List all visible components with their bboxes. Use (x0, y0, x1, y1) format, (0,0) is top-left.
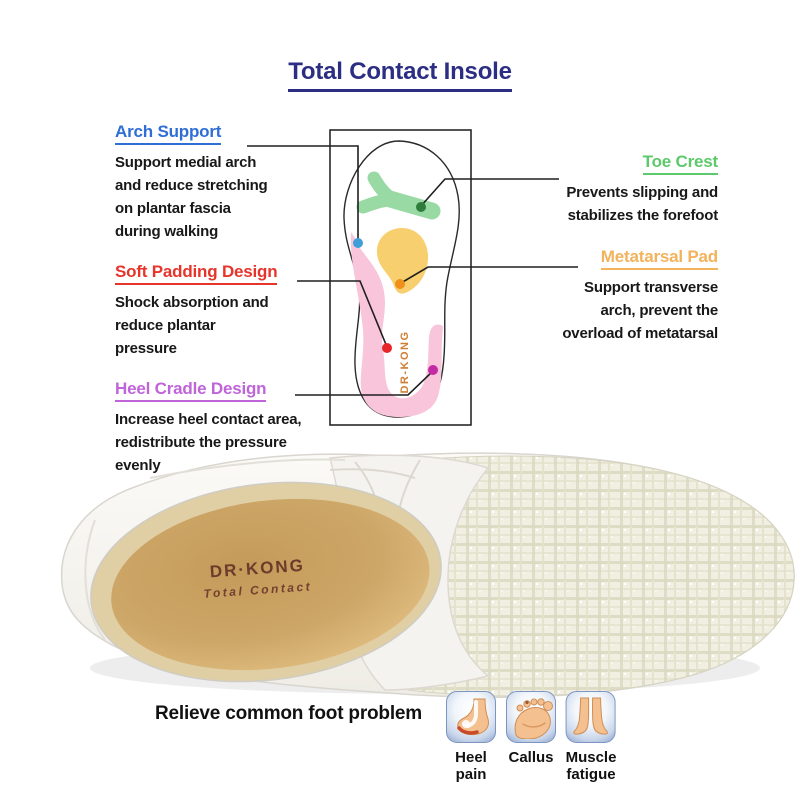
feature-heel-cradle: Heel Cradle Design Increase heel contact… (115, 379, 302, 477)
marker-dot-soft-padding (382, 343, 392, 353)
page-title-wrap: Total Contact Insole (0, 58, 800, 92)
feature-metatarsal-pad-description: Support transverse arch, prevent the ove… (562, 279, 718, 342)
insole-outline (343, 140, 460, 418)
problem-heel-pain: Heel pain (446, 691, 496, 783)
toe-crest-region (356, 171, 441, 220)
muscle-fatigue-icon (573, 697, 609, 735)
problem-label: Muscle fatigue (565, 749, 617, 783)
diagram-frame (329, 129, 472, 426)
problem-label: Callus (508, 749, 554, 766)
insole-brand-vertical-text: DR-KONG (399, 330, 411, 393)
feature-toe-crest-description: Prevents slipping and stabilizes the for… (566, 184, 718, 224)
problem-label: Heel pain (455, 749, 487, 783)
shoe-tweed-upper (391, 455, 795, 697)
feature-metatarsal-pad-label: Metatarsal Pad (600, 247, 718, 270)
callout-line-toe-crest (420, 178, 559, 207)
shoe-insole-top (111, 498, 430, 671)
problem-callus: Callus (506, 691, 556, 766)
feature-soft-padding-description: Shock absorption and reduce plantar pres… (115, 294, 269, 357)
page-title: Total Contact Insole (288, 58, 512, 92)
feature-soft-padding: Soft Padding Design Shock absorption and… (115, 262, 278, 360)
shoe-brand-text: DR·KONG (209, 556, 305, 582)
callus-icon (514, 698, 553, 739)
padding-heel-region (350, 232, 443, 417)
marker-dot-metatarsal-pad (395, 279, 405, 289)
problem-muscle-fatigue: Muscle fatigue (565, 691, 617, 783)
feature-arch-support-description: Support medial arch and reduce stretchin… (115, 154, 268, 240)
shoe-collection-text: Total Contact (203, 579, 312, 601)
heel-pain-icon-box (446, 691, 496, 743)
feature-arch-support: Arch Support Support medial arch and red… (115, 122, 268, 243)
callus-icon-box (506, 691, 556, 743)
feature-heel-cradle-label: Heel Cradle Design (115, 379, 267, 402)
feature-soft-padding-label: Soft Padding Design (115, 262, 278, 285)
marker-dot-heel-cradle (428, 365, 438, 375)
shoe-gusset-seam (329, 459, 421, 521)
feature-heel-cradle-description: Increase heel contact area, redistribute… (115, 411, 302, 474)
muscle-fatigue-icon-box (565, 691, 616, 743)
shoe-opening-sidewall (90, 481, 442, 683)
callout-line-soft-padding (297, 280, 388, 348)
shoe-heel-seam (84, 458, 346, 641)
feature-arch-support-label: Arch Support (115, 122, 221, 145)
feature-toe-crest-label: Toe Crest (642, 152, 718, 175)
shoe-body (60, 452, 795, 698)
marker-dot-arch-support (353, 238, 363, 248)
shoe-leather-band (329, 454, 490, 691)
feature-metatarsal-pad: Metatarsal Pad Support transverse arch, … (562, 247, 718, 345)
metatarsal-pad-region (376, 228, 429, 294)
feature-toe-crest: Toe Crest Prevents slipping and stabiliz… (566, 152, 718, 227)
callout-line-metatarsal-pad (400, 266, 578, 284)
marker-dot-toe-crest (416, 202, 426, 212)
heel-pain-icon (457, 698, 489, 736)
callout-line-heel-cradle (295, 370, 434, 396)
footer-heading: Relieve common foot problem (155, 703, 422, 724)
shoe-shadow (90, 642, 760, 694)
callout-lines (247, 145, 578, 396)
